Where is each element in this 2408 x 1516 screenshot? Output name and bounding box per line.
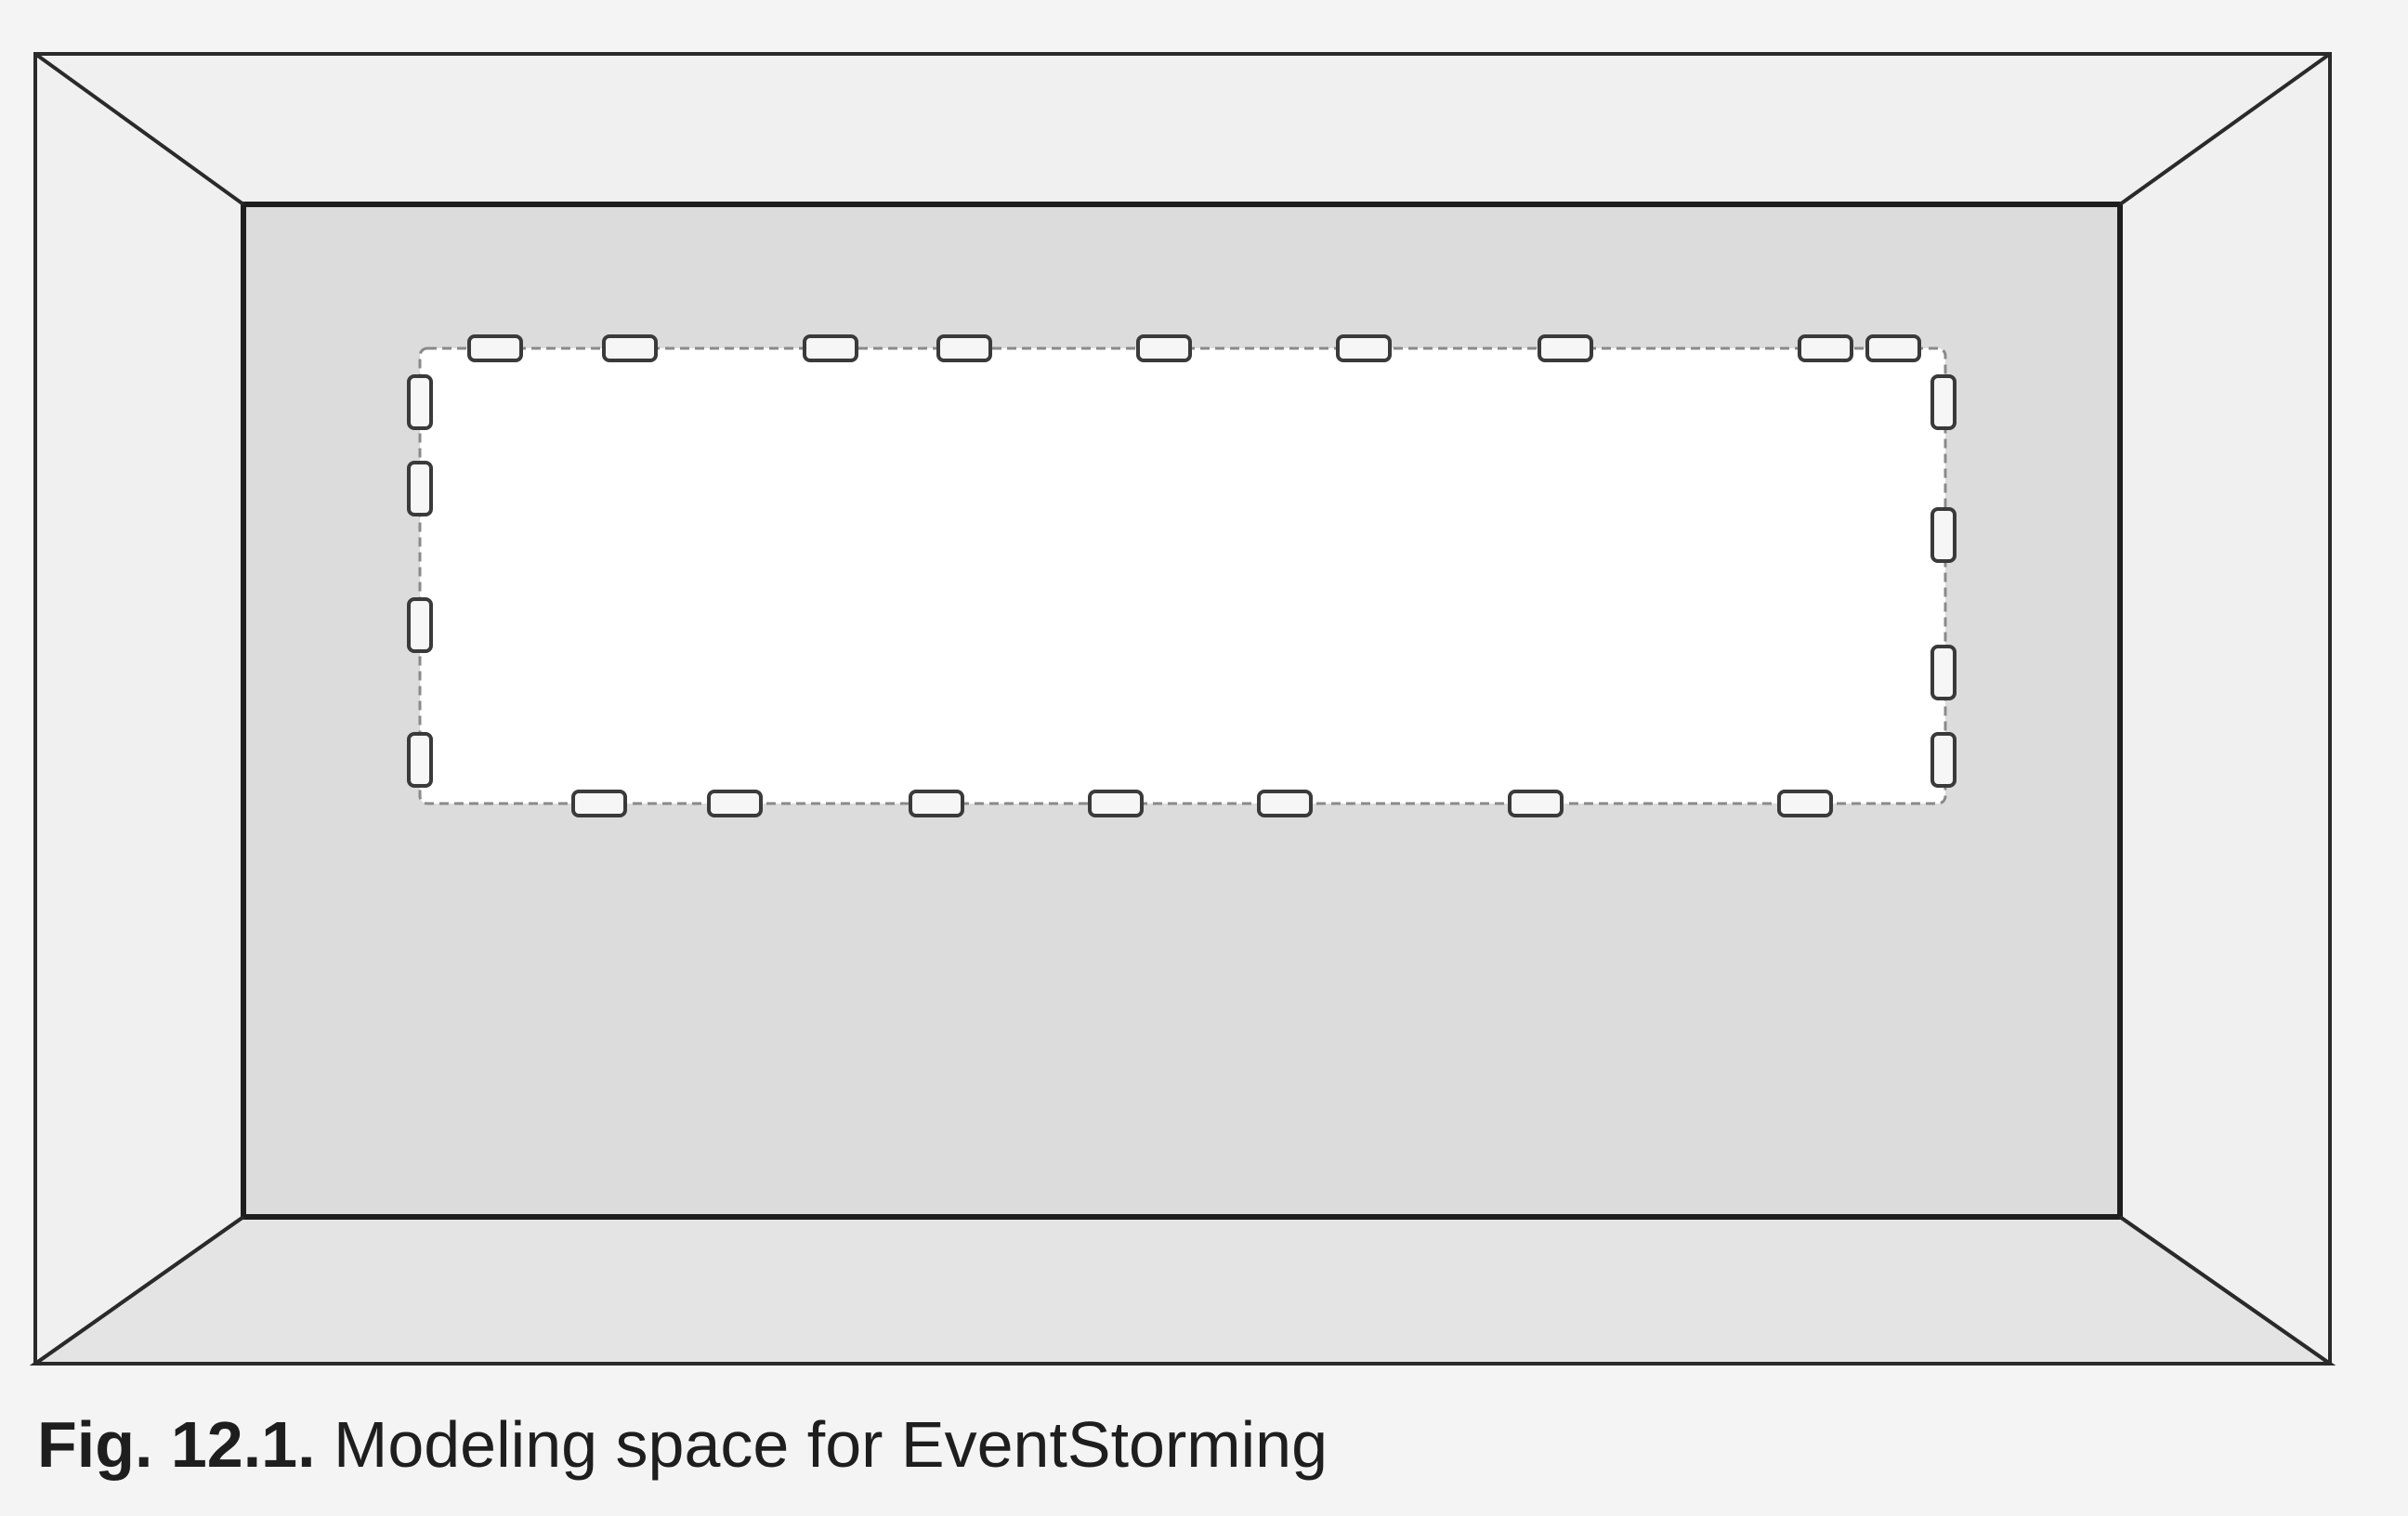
corner-line-bottom-right [2118, 1215, 2332, 1366]
room-bottom-wall [29, 1215, 2336, 1366]
sticky-note [1336, 334, 1392, 362]
sticky-note [1257, 790, 1313, 817]
corner-line-top-right [2118, 52, 2332, 206]
sticky-note [1136, 334, 1192, 362]
sticky-note [467, 334, 523, 362]
sticky-note [1930, 507, 1956, 563]
top-stickies [467, 334, 1921, 362]
figure-label: Fig. 12.1. [37, 1408, 316, 1481]
sticky-note [1508, 790, 1564, 817]
modeling-surface [418, 346, 1947, 805]
figure-caption-text: Modeling space for EventStorming [315, 1408, 1328, 1481]
sticky-note [407, 461, 433, 516]
sticky-note [1930, 645, 1956, 700]
sticky-note [1798, 334, 1853, 362]
right-stickies [1930, 374, 1956, 788]
sticky-note [936, 334, 992, 362]
sticky-note [407, 374, 433, 430]
figure-caption: Fig. 12.1. Modeling space for EventStorm… [37, 1412, 1328, 1477]
sticky-note [1088, 790, 1144, 817]
sticky-note [803, 334, 858, 362]
sticky-note [707, 790, 763, 817]
sticky-note [407, 732, 433, 788]
left-stickies [407, 374, 433, 788]
room-diagram [29, 52, 2336, 1366]
sticky-note [1930, 732, 1956, 788]
sticky-note [602, 334, 658, 362]
bottom-stickies [571, 790, 1833, 817]
corner-line-top-left [33, 52, 245, 206]
sticky-note [571, 790, 627, 817]
sticky-note [1865, 334, 1921, 362]
sticky-note [1777, 790, 1833, 817]
sticky-note [1538, 334, 1593, 362]
sticky-note [1930, 374, 1956, 430]
corner-line-bottom-left [33, 1215, 245, 1366]
sticky-note [909, 790, 964, 817]
sticky-note [407, 597, 433, 653]
